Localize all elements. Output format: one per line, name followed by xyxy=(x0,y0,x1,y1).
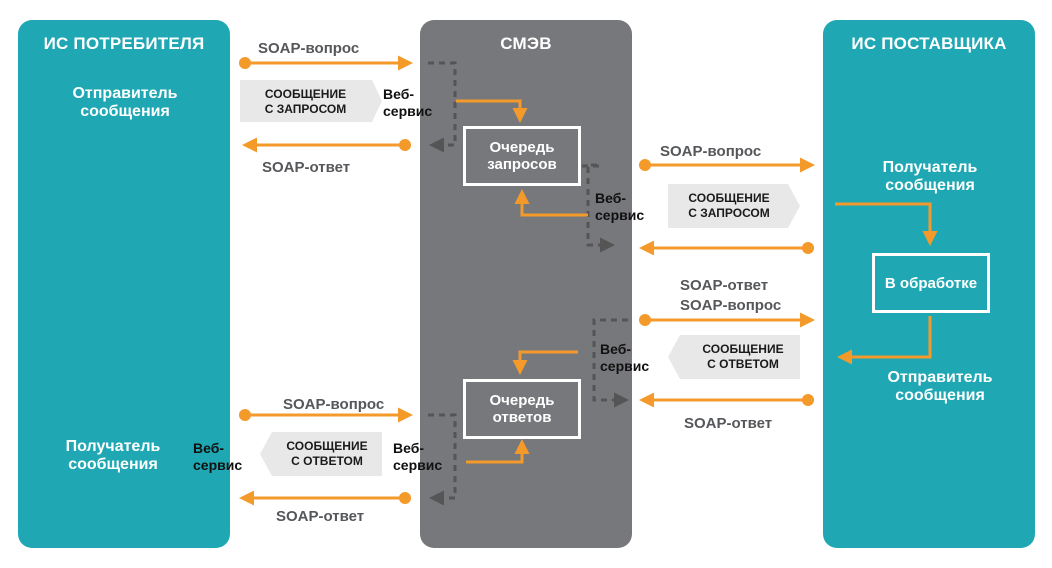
provider-panel-title: ИС ПОСТАВЩИКА xyxy=(851,34,1007,53)
provider-response-arrow-bottom xyxy=(639,392,814,408)
consumer-request-arrow-bottom xyxy=(239,407,413,423)
web-service-line2: сервис xyxy=(393,457,443,473)
web-service-line1: Веб- xyxy=(595,190,627,206)
consumer-panel-title: ИС ПОТРЕБИТЕЛЯ xyxy=(43,34,205,53)
response-message-line1: СООБЩЕНИЕ xyxy=(286,439,368,453)
consumer-receiver-label: Получатель сообщения xyxy=(65,438,161,473)
request-message-text-right: СООБЩЕНИЕ С ЗАПРОСОМ xyxy=(670,191,788,221)
response-message-block-left xyxy=(260,432,382,476)
provider-processing-to-send-arrow xyxy=(837,316,932,365)
smev-dashed-link-top-left xyxy=(428,61,457,153)
request-queue-box: Очередь запросов xyxy=(463,126,581,186)
request-message-line1: СООБЩЕНИЕ xyxy=(688,191,770,205)
web-service-label-bottom-right: Веб- сервис xyxy=(600,341,649,375)
smev-dashed-link-top-right xyxy=(582,163,615,253)
request-message-text-left: СООБЩЕНИЕ С ЗАПРОСОМ xyxy=(243,87,368,117)
soap-request-label-top-left: SOAP-вопрос xyxy=(258,40,360,57)
web-service-line1: Веб- xyxy=(600,341,632,357)
request-message-line2: С ЗАПРОСОМ xyxy=(688,206,770,220)
provider-panel: ИС ПОСТАВЩИКА xyxy=(823,20,1035,548)
consumer-sender-label: Отправитель сообщения xyxy=(72,85,178,120)
web-service-line2: сервис xyxy=(193,457,243,473)
web-service-label-bottom-left: Веб- сервис xyxy=(193,440,242,474)
soap-response-label-bottom-left: SOAP-ответ xyxy=(276,508,365,525)
web-service-label-top-left: Веб- сервис xyxy=(383,86,432,120)
web-service-line2: сервис xyxy=(600,358,650,374)
web-service-line2: сервис xyxy=(595,207,645,223)
response-queue-to-consumer-arrow xyxy=(466,439,530,464)
response-queue-box: Очередь ответов xyxy=(463,379,581,439)
soap-response-label-top-left: SOAP-ответ xyxy=(262,159,351,176)
response-message-text-left: СООБЩЕНИЕ С ОТВЕТОМ xyxy=(268,439,386,469)
smev-dashed-link-bottom-right xyxy=(592,318,629,408)
provider-response-arrow-top xyxy=(639,240,814,256)
web-service-line1: Веб- xyxy=(193,440,225,456)
web-service-label-bottom-middle: Веб- сервис xyxy=(393,440,442,474)
soap-response-label-mid-right: SOAP-ответ xyxy=(680,277,769,294)
consumer-response-arrow-bottom xyxy=(239,490,411,506)
smev-to-response-queue-arrow xyxy=(512,350,578,375)
smev-to-request-queue-arrow xyxy=(456,99,528,123)
provider-receive-to-processing-arrow xyxy=(835,202,938,246)
soap-response-label-bottom-right: SOAP-ответ xyxy=(684,415,773,432)
provider-receiver-label: Получатель сообщения xyxy=(882,159,978,194)
soap-request-label-top-right: SOAP-вопрос xyxy=(660,143,762,160)
soap-request-label-bottom-left: SOAP-вопрос xyxy=(283,396,385,413)
response-message-line2: С ОТВЕТОМ xyxy=(291,454,363,468)
provider-processing-box: В обработке xyxy=(872,253,990,313)
request-message-block-left xyxy=(240,80,382,122)
smev-dashed-link-bottom-left xyxy=(428,413,457,506)
web-service-line1: Веб- xyxy=(393,440,425,456)
smev-panel-title: СМЭВ xyxy=(500,34,552,53)
soap-request-label-mid-right: SOAP-вопрос xyxy=(680,297,782,314)
request-message-line1: СООБЩЕНИЕ xyxy=(264,87,347,101)
response-queue-label: Очередь ответов xyxy=(489,392,555,426)
response-message-line1: СООБЩЕНИЕ xyxy=(702,342,784,356)
response-message-text-right: СООБЩЕНИЕ С ОТВЕТОМ xyxy=(684,342,802,372)
provider-processing-label: В обработке xyxy=(884,274,978,292)
request-message-line2: С ЗАПРОСОМ xyxy=(264,102,347,116)
consumer-request-arrow xyxy=(239,55,413,71)
web-service-line2: сервис xyxy=(383,103,433,119)
request-queue-return-arrow xyxy=(514,189,588,217)
request-message-block-right xyxy=(668,184,800,228)
response-message-line2: С ОТВЕТОМ xyxy=(707,357,779,371)
consumer-response-arrow xyxy=(242,137,411,153)
web-service-label-top-right: Веб- сервис xyxy=(595,190,644,224)
provider-request-arrow xyxy=(639,157,815,173)
request-queue-label: Очередь запросов xyxy=(487,139,557,173)
response-message-block-right xyxy=(668,335,800,379)
consumer-panel: ИС ПОТРЕБИТЕЛЯ xyxy=(18,20,230,548)
web-service-line1: Веб- xyxy=(383,86,415,102)
provider-sender-label: Отправитель сообщения xyxy=(887,369,993,404)
provider-request-arrow-bottom xyxy=(639,312,815,328)
